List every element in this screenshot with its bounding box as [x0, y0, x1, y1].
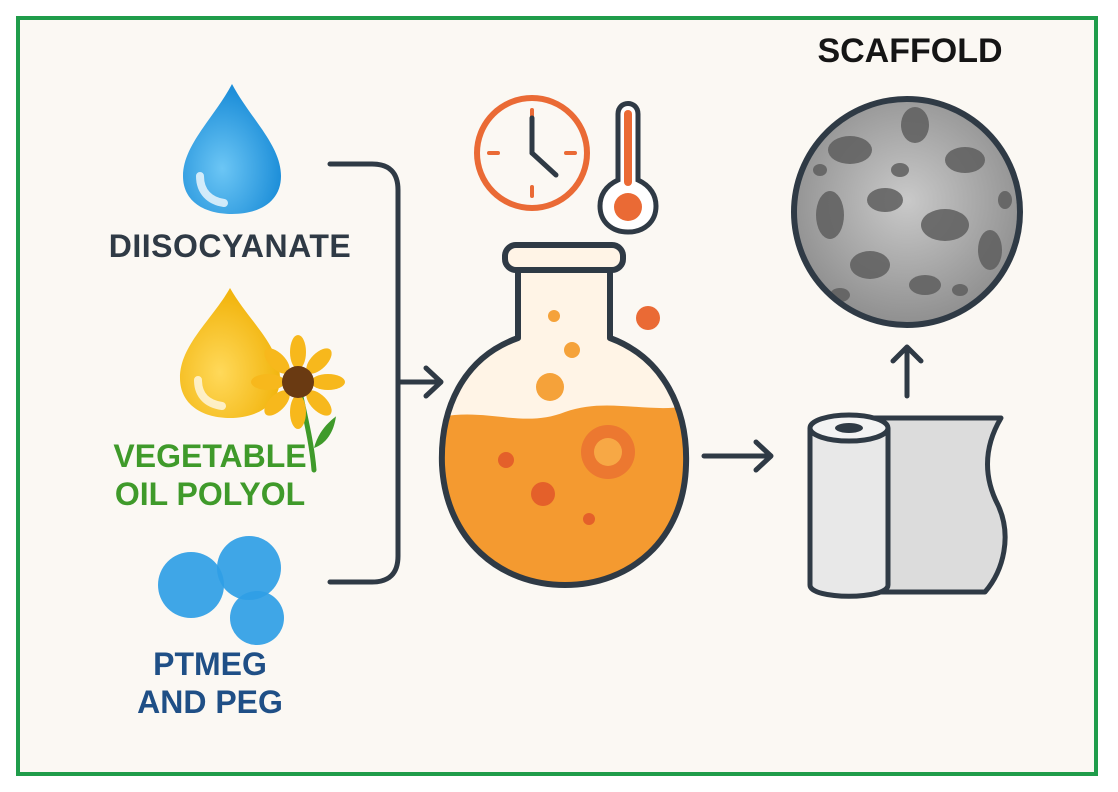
film-roll-icon: [810, 415, 1005, 596]
clock-icon: [477, 98, 587, 208]
ptmeg-peg-label-line2: AND PEG: [110, 686, 310, 720]
ptmeg-peg-label-line1: PTMEG: [110, 648, 310, 682]
scaffold-micrograph-icon: [794, 99, 1020, 325]
scaffold-label: SCAFFOLD: [790, 34, 1030, 70]
arrow-to-flask-icon: [400, 368, 441, 396]
reaction-flask-icon: [430, 245, 700, 600]
ptmeg-peg-spheres-icon: [158, 536, 284, 645]
diisocyanate-label: DIISOCYANATE: [100, 230, 360, 264]
input-bracket: [330, 164, 398, 582]
water-drop-icon: [183, 84, 281, 214]
thermometer-icon: [600, 104, 656, 233]
vegetable-oil-polyol-label-line2: OIL POLYOL: [100, 478, 320, 512]
vegetable-oil-polyol-label-line1: VEGETABLE: [100, 440, 320, 474]
arrow-to-film-icon: [704, 442, 771, 470]
arrow-to-scaffold-icon: [893, 347, 921, 396]
